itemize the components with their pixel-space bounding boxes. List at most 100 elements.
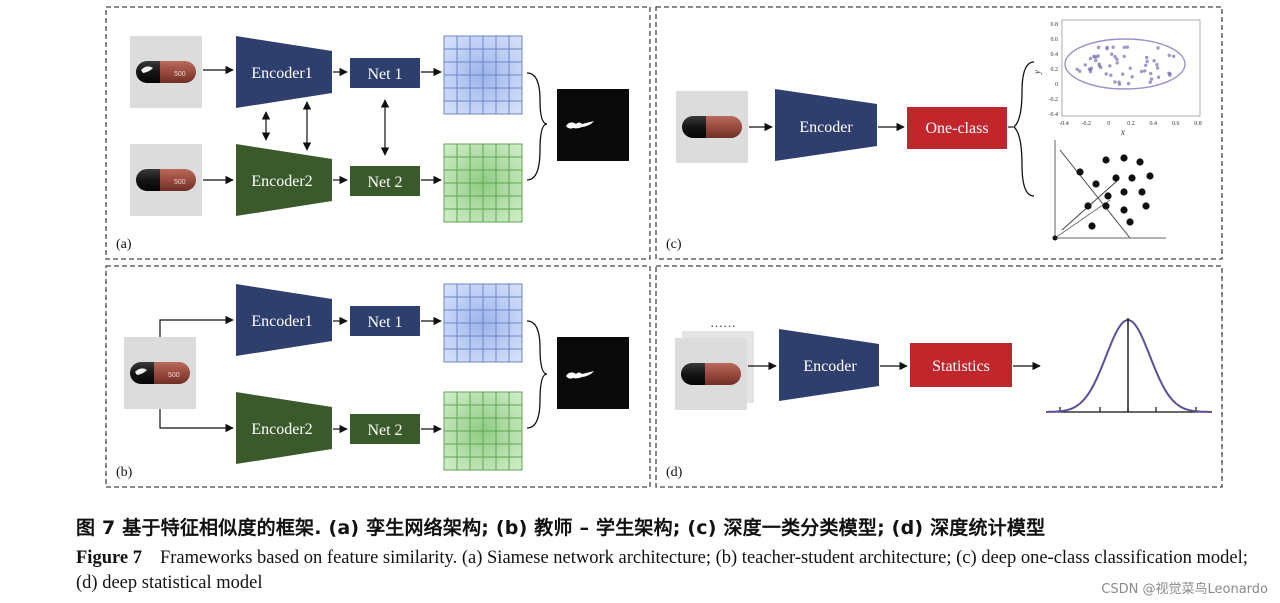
scatter-point xyxy=(1148,80,1153,84)
scatter-point xyxy=(1122,54,1126,59)
hyperplane-point xyxy=(1138,188,1146,196)
hyperplane-point xyxy=(1076,168,1084,176)
scatter-point xyxy=(1152,59,1156,63)
encoder-block xyxy=(775,89,877,161)
anomaly-mark xyxy=(566,371,594,379)
encoder2-label: Encoder2 xyxy=(251,173,312,190)
scatter-x-tick: 0.6 xyxy=(1172,121,1180,127)
scatter-point xyxy=(1111,45,1115,49)
scatter-point xyxy=(1156,46,1160,50)
encoder-label: Encoder xyxy=(803,358,857,375)
scatter-point xyxy=(1075,67,1079,72)
encoder-block xyxy=(779,329,879,401)
statistics-block xyxy=(910,343,1012,387)
hyperplane-point xyxy=(1120,154,1128,162)
scatter-point xyxy=(1143,69,1147,73)
scatter-point xyxy=(1109,73,1113,77)
hyperplane-points xyxy=(1076,154,1154,230)
split-brace xyxy=(1013,61,1035,197)
pill-image-a-top xyxy=(130,36,202,108)
scatter-point xyxy=(1145,59,1149,64)
scatter-y-tick: -0.4 xyxy=(1049,112,1059,118)
net1-label: Net 1 xyxy=(367,66,402,83)
scatter-point xyxy=(1117,82,1122,87)
feature-grid-green xyxy=(443,143,523,223)
scatter-point xyxy=(1168,73,1172,77)
encoder-label: Encoder xyxy=(799,119,853,136)
hyperplane-point xyxy=(1120,206,1128,214)
pill-image-c xyxy=(676,91,748,163)
scatter-point xyxy=(1096,54,1100,58)
panel-b: 500 Encoder1 Encoder2 Net 1 Net 2 (b) xyxy=(116,283,629,480)
scatter-point xyxy=(1145,55,1149,60)
scatter-point xyxy=(1105,45,1109,50)
scatter-point xyxy=(1121,72,1125,76)
hyperplane-point xyxy=(1084,202,1092,210)
scatter-point xyxy=(1122,45,1127,49)
defect-mark xyxy=(141,66,153,73)
encoder2-block xyxy=(236,392,332,464)
scatter-point xyxy=(1149,77,1154,81)
hyperplane-point xyxy=(1104,192,1112,200)
scatter-y-tick: 0 xyxy=(1055,82,1058,88)
scatter-point xyxy=(1113,55,1117,59)
hyperplane-point xyxy=(1112,174,1120,182)
scatter-points xyxy=(1075,45,1176,87)
pill-print: 500 xyxy=(174,71,186,78)
scatter-point xyxy=(1115,57,1119,61)
scatter-point xyxy=(1155,62,1159,67)
scatter-point xyxy=(1156,75,1161,79)
scatter-point xyxy=(1078,69,1082,73)
scatter-point xyxy=(1094,58,1098,63)
encoder1-label: Encoder1 xyxy=(251,65,312,82)
net1-block xyxy=(350,58,420,88)
scatter-point xyxy=(1089,66,1094,70)
scatter-point xyxy=(1092,54,1096,59)
scatter-point xyxy=(1113,80,1117,84)
panel-d: …… Encoder Statistics (d) xyxy=(666,315,1212,480)
hyperplane-point xyxy=(1102,156,1110,164)
net2-label: Net 2 xyxy=(367,174,402,191)
hyperplane-point xyxy=(1128,174,1136,182)
scatter-y-tick: 0.8 xyxy=(1051,22,1059,28)
anomaly-map xyxy=(557,337,629,409)
scatter-point xyxy=(1128,66,1133,70)
hyperplane-point xyxy=(1120,188,1128,196)
one-class-label: One-class xyxy=(925,120,988,137)
scatter-point xyxy=(1115,61,1119,65)
pill-print: 500 xyxy=(174,179,186,186)
encoder2-label: Encoder2 xyxy=(251,421,312,438)
feature-grid-blue xyxy=(443,283,523,363)
scatter-point xyxy=(1155,66,1160,70)
hyperplane-point xyxy=(1142,202,1150,210)
scatter-point xyxy=(1130,75,1134,79)
panel-d-frame xyxy=(655,265,1223,488)
scatter-y-tick: 0.4 xyxy=(1051,52,1059,58)
scatter-y-tick: -0.2 xyxy=(1049,97,1059,103)
scatter-point xyxy=(1139,69,1144,74)
scatter-point xyxy=(1125,45,1130,49)
hyperplane-point xyxy=(1136,158,1144,166)
net2-label: Net 2 xyxy=(367,422,402,439)
pill-image-b xyxy=(124,337,196,409)
more-images-dots: …… xyxy=(710,315,736,330)
hyperplane-point xyxy=(1146,172,1154,180)
pill-print: 500 xyxy=(168,372,180,379)
scatter-point xyxy=(1149,71,1153,76)
scatter-x-tick: 0.8 xyxy=(1194,121,1202,127)
watermark: CSDN @视觉菜鸟Leonardo xyxy=(1101,582,1268,597)
panel-c-label: (c) xyxy=(666,237,682,252)
net2-block xyxy=(350,166,420,196)
encoder1-block xyxy=(236,284,332,356)
scatter-x-tick: 0.4 xyxy=(1150,121,1158,127)
panel-b-label: (b) xyxy=(116,465,133,480)
scatter-y-ticks: 0.80.60.40.20-0.2-0.4 xyxy=(1049,22,1059,118)
panel-a-label: (a) xyxy=(116,237,132,252)
net1-label: Net 1 xyxy=(367,314,402,331)
origin-point xyxy=(1052,235,1058,241)
scatter-y-tick: 0.6 xyxy=(1051,37,1059,43)
scatter-point xyxy=(1088,56,1093,61)
